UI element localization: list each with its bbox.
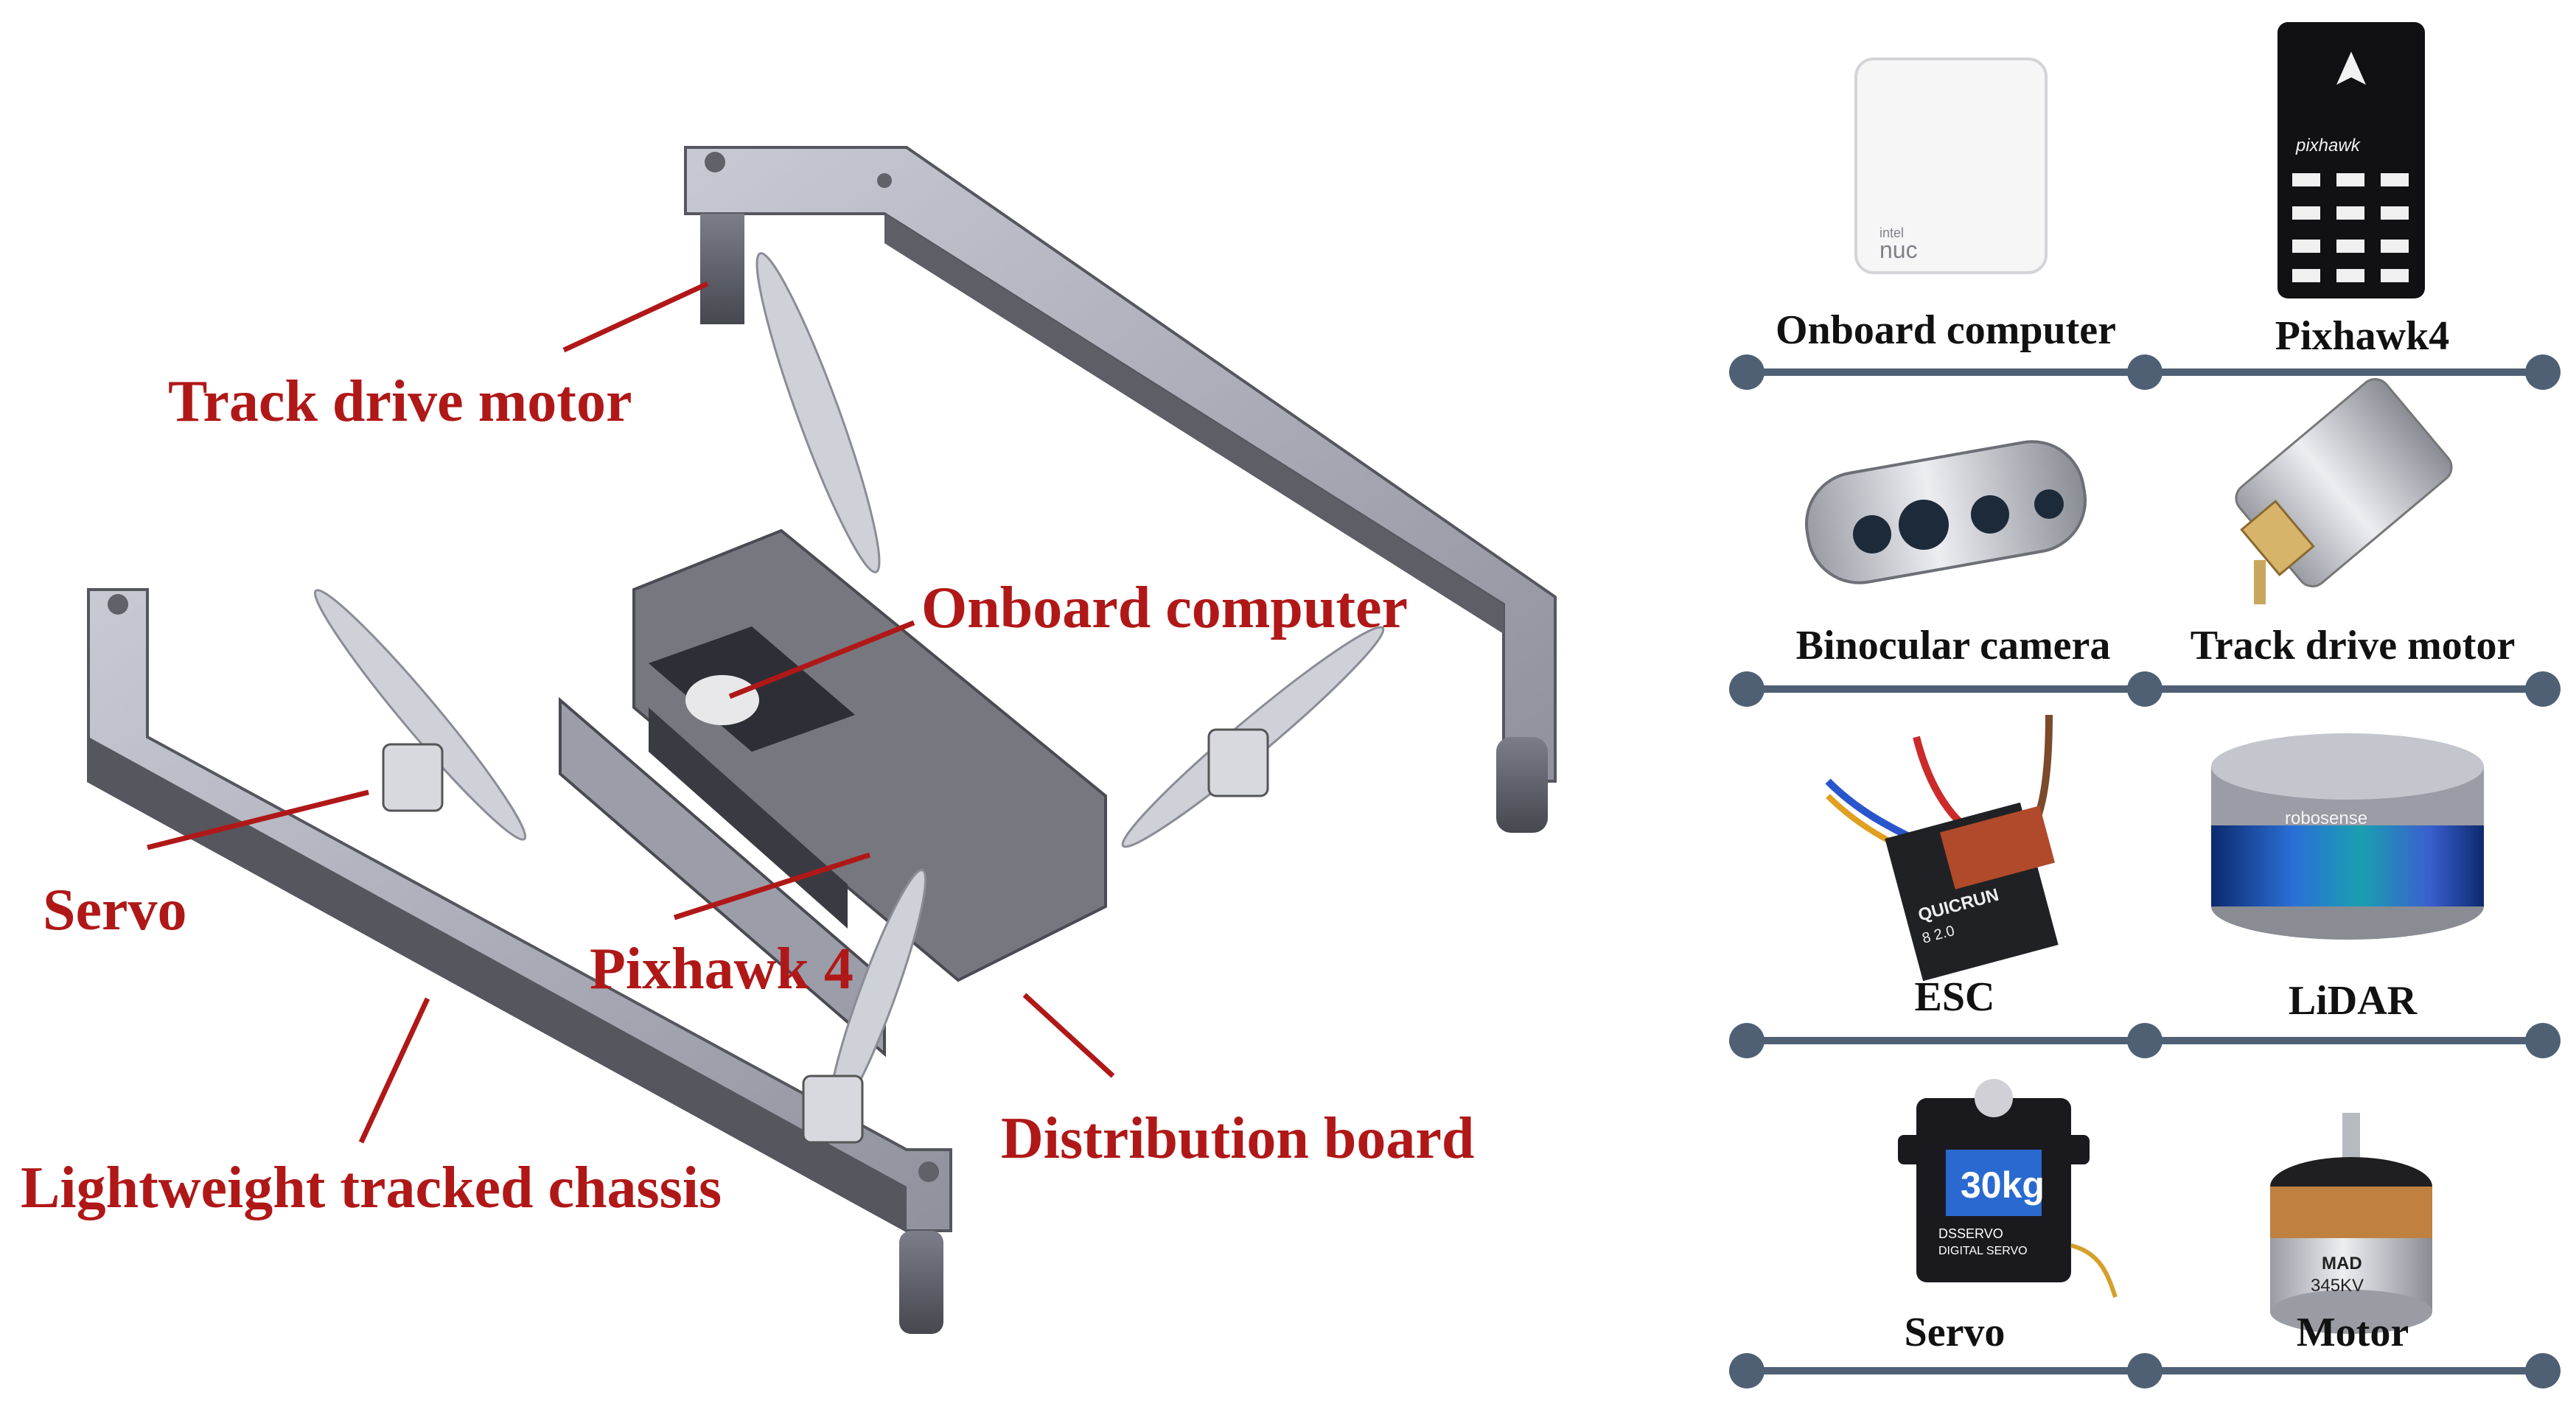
lidar-image: robosense (2211, 733, 2484, 940)
lower-track-frame (87, 588, 952, 1334)
component-label-esc: ESC (1914, 974, 1995, 1020)
component-label-servo: Servo (1904, 1310, 2006, 1355)
timeline-row-3 (1729, 1023, 2561, 1058)
motors (382, 728, 1269, 1144)
nuc-name-text: nuc (1879, 237, 1918, 263)
motor-brand-text: MAD (2322, 1254, 2362, 1274)
nuc-brand-text: intel (1879, 226, 1904, 240)
timeline-row-2 (1729, 671, 2561, 707)
callout-pixhawk: Pixhawk 4 (590, 937, 854, 1002)
callout-onboard-computer: Onboard computer (921, 576, 1408, 640)
component-label-binocular-camera: Binocular camera (1795, 623, 2111, 668)
timeline-row-4 (1729, 1353, 2561, 1388)
callout-lines (147, 281, 1115, 1144)
callout-servo: Servo (43, 878, 187, 943)
component-label-lidar: LiDAR (2288, 978, 2418, 1024)
track-drive-motor-image (2235, 378, 2453, 604)
timeline-row-1 (1729, 354, 2561, 390)
servo-type-text: DIGITAL SERVO (1938, 1245, 2028, 1257)
motor-kv-text: 345KV (2311, 1276, 2364, 1296)
servo-rating-text: 30kg (1961, 1164, 2045, 1206)
component-label-track-drive-motor: Track drive motor (2190, 623, 2516, 668)
cad-model (87, 146, 1557, 1334)
esc-image: QUICRUN 8 2.0 (1825, 714, 2059, 982)
nuc-image: intel nuc (1854, 57, 2048, 274)
servo-brand-text: DSSERVO (1938, 1226, 2003, 1241)
component-timelines (1729, 354, 2561, 1388)
component-label-motor: Motor (2296, 1310, 2409, 1355)
callout-chassis: Lightweight tracked chassis (21, 1156, 722, 1220)
callout-distribution-board: Distribution board (1001, 1106, 1475, 1171)
motor-image: MAD 345KV (2270, 1113, 2432, 1334)
pixhawk-brand-text: pixhawk (2295, 136, 2362, 156)
component-label-pixhawk4: Pixhawk4 (2275, 313, 2450, 359)
servo-image: 30kg DSSERVO DIGITAL SERVO (1898, 1079, 2118, 1298)
binocular-camera-image (1804, 440, 2087, 584)
upper-track-frame (684, 146, 1557, 833)
pixhawk-image: pixhawk (2277, 22, 2425, 298)
component-label-onboard-computer: Onboard computer (1776, 307, 2116, 353)
lidar-brand-text: robosense (2285, 808, 2367, 828)
callout-track-drive-motor: Track drive motor (168, 369, 632, 434)
